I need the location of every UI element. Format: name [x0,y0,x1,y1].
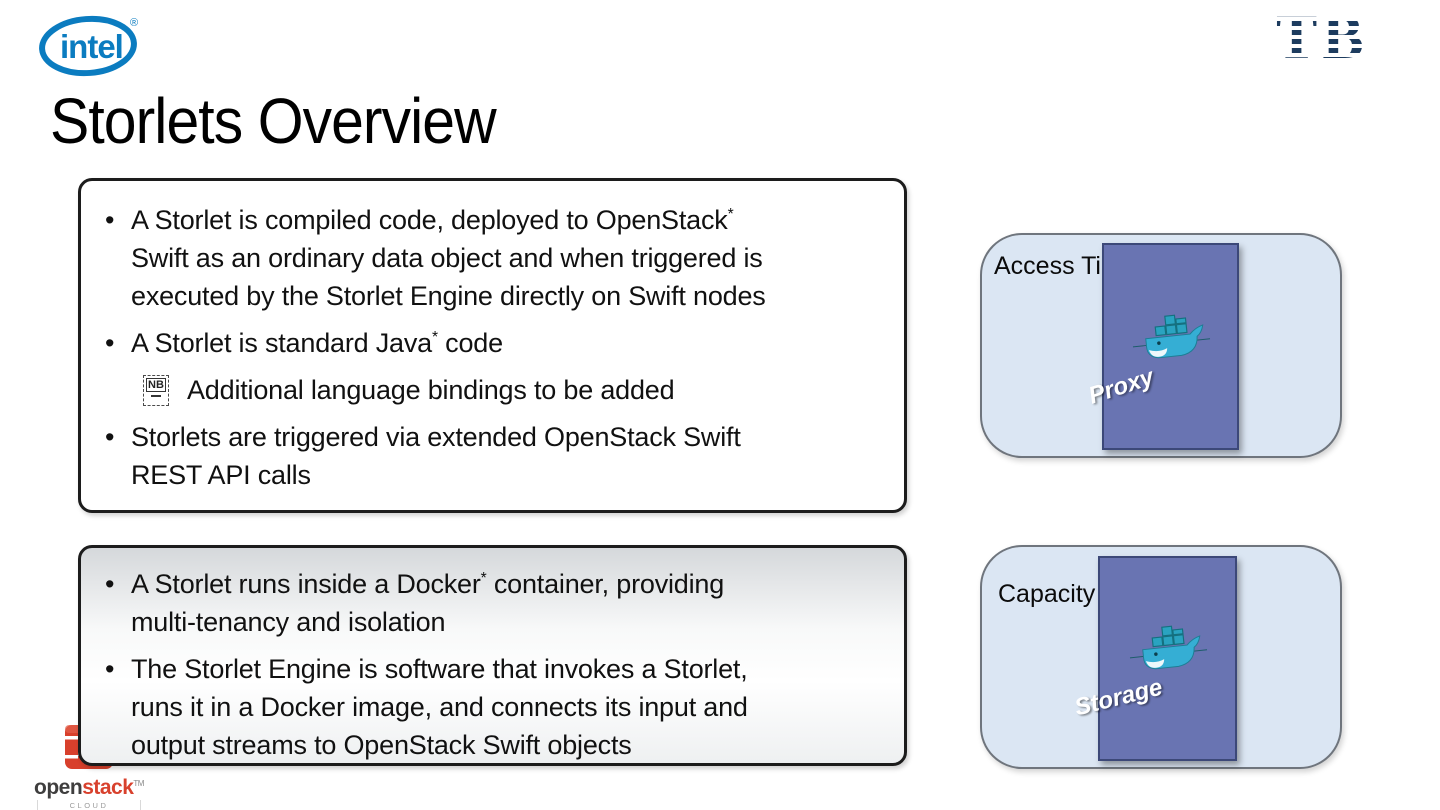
bullet-marker: • [105,654,115,684]
bullet-text: A Storlet is standard Java* code [131,328,503,358]
intel-registered-mark: ® [130,17,138,29]
intel-logo: intel ® [39,15,138,77]
intel-logo-text: intel [60,28,123,65]
access-tier-box: Access Tier Proxy [980,233,1342,458]
bullet-item: • A Storlet is standard Java* code [101,324,882,362]
storage-docker-node: Storage [1072,556,1237,761]
sub-bullet-item: NB Additional language bindings to be ad… [143,371,882,409]
bullet-text: The Storlet Engine is software that invo… [131,654,748,760]
proxy-docker-node: Proxy [1085,243,1239,450]
bullet-text: A Storlet runs inside a Docker* containe… [131,569,725,637]
docker-whale-icon [1132,314,1210,359]
bullet-text: A Storlet is compiled code, deployed to … [131,205,766,311]
openstack-subtitle: CLOUD SOFTWARE [37,800,141,810]
storlet-definition-box: • A Storlet is compiled code, deployed t… [78,178,907,513]
bullet-text: Storlets are triggered via extended Open… [131,422,741,490]
bullet-marker: • [105,569,115,599]
bullet-marker: • [105,422,115,452]
docker-whale-icon [1129,625,1207,670]
storlet-engine-box: • A Storlet runs inside a Docker* contai… [78,545,907,766]
bullet-item: • A Storlet runs inside a Docker* contai… [101,565,882,641]
openstack-wordmark: openstackTM [34,776,144,799]
proxy-label: Proxy [1085,363,1158,410]
bullet-item: • The Storlet Engine is software that in… [101,650,882,764]
storage-label: Storage [1071,673,1166,722]
bullet-item: • A Storlet is compiled code, deployed t… [101,201,882,315]
page-title: Storlets Overview [50,85,497,157]
access-tier-label: Access Tier [994,252,1124,280]
bullet-item: • Storlets are triggered via extended Op… [101,418,882,494]
sub-bullet-text: Additional language bindings to be added [187,375,675,405]
striped-letters-logo: TB [1276,12,1402,68]
capacity-tier-box: Capacity Tier Storage [980,545,1342,769]
missing-glyph-icon: NB [143,375,169,406]
bullet-marker: • [105,328,115,358]
bullet-marker: • [105,205,115,235]
